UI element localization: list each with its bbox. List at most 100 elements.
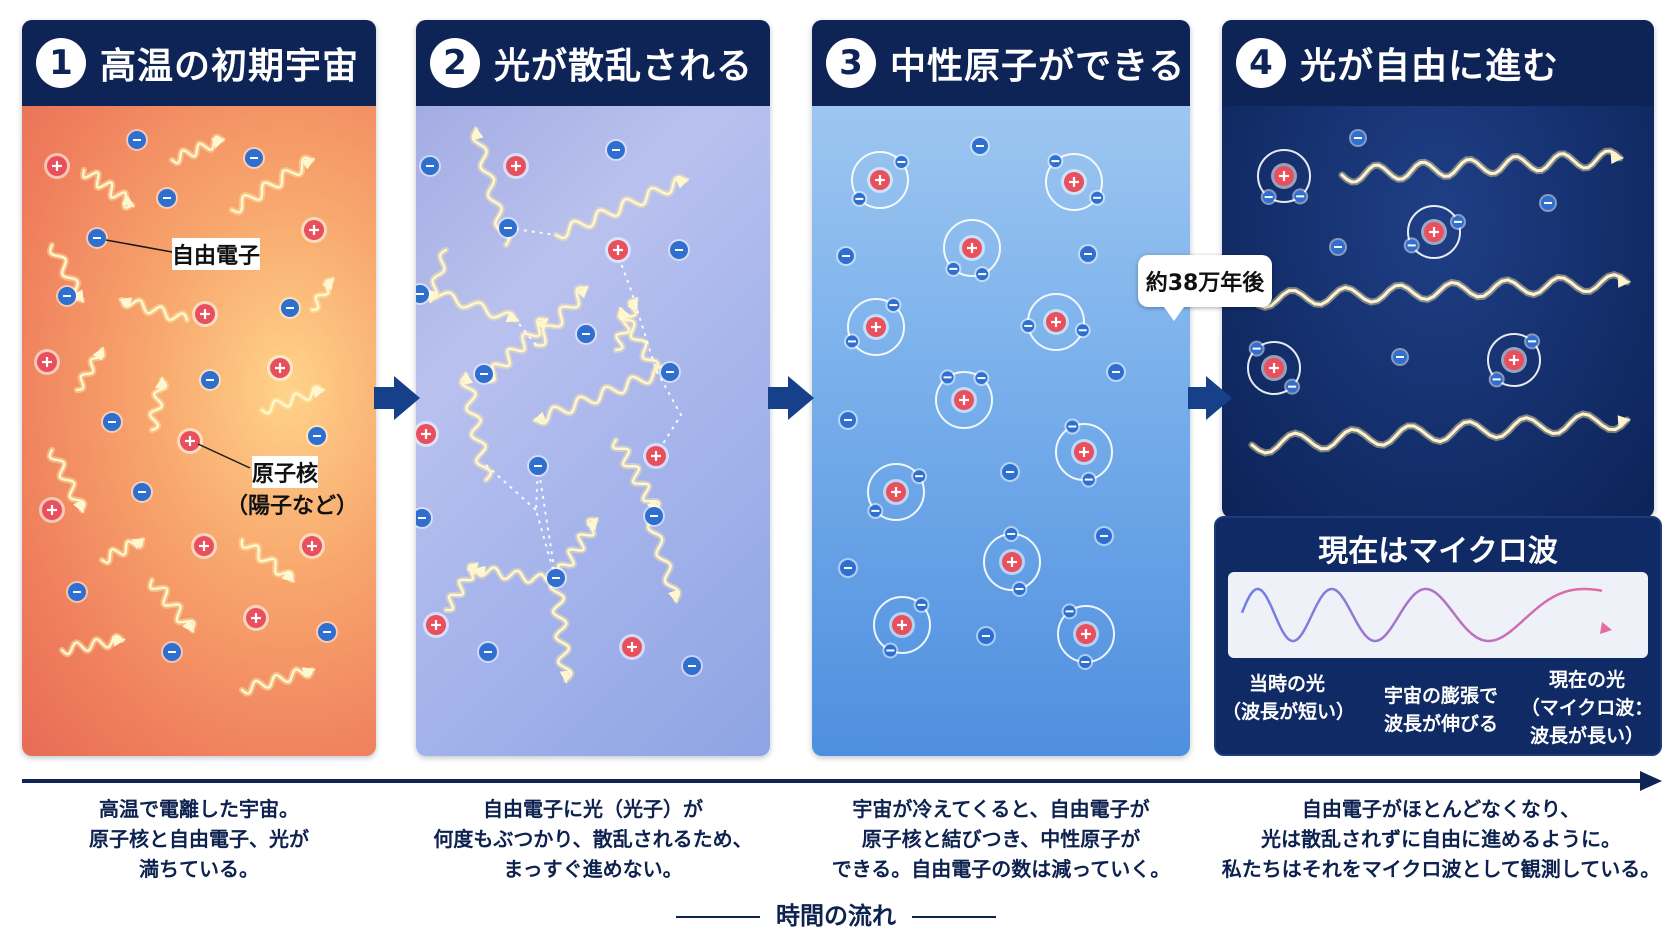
panel-header: 3 中性原子ができる [812,20,1190,106]
electron-icon [1403,237,1420,254]
wave-line [1240,587,1603,643]
electron-icon [156,187,178,209]
photon-wave-icon [615,306,662,374]
electron-icon [477,641,499,663]
electron-icon [1284,378,1301,395]
proton-icon [1073,621,1099,647]
electron-icon [1020,317,1037,334]
caption-line: 原子核と自由電子、光が [89,827,309,851]
photon-wave-icon [442,561,480,614]
electron-icon [416,283,431,305]
electron-icon [1488,371,1505,388]
electron-icon [416,507,433,529]
hydrogen-atom-icon [983,526,1041,597]
photon-wave-icon [98,536,146,566]
microwave-title: 現在はマイクロ波 [1318,534,1558,569]
photon-wave-icon [168,133,226,167]
step-number: 1 [36,38,86,88]
electron-icon [199,369,221,391]
now-light-note-2: 波長が長い） [1529,725,1644,747]
photon-wave-icon [258,383,326,417]
caption-step-2: 自由電子に光（光子）が 何度もぶつかり、散乱されるため、 まっすぐ進めない。 [400,794,786,884]
hydrogen-atom-icon [873,596,931,659]
electron-icon [1003,526,1020,543]
stretched-wave [1240,587,1612,643]
proton-icon [416,421,439,447]
hydrogen-atom-icon [1487,333,1541,388]
photon-wave-icon [472,564,550,586]
caption-step-3: 宇宙が冷えてくると、自由電子が 原子核と結びつき、中性原子が できる。自由電子の… [800,794,1202,884]
electron-icon [1011,580,1028,597]
electron-icon [973,370,990,387]
electron-icon [1449,213,1466,230]
electron-icon [913,596,930,613]
caption-line: 何度もぶつかり、散乱されるため、 [433,827,753,851]
electron-icon [131,481,153,503]
microwave-box: 現在はマイクロ波 当時の光 （波長が短い） 宇宙の膨張で 波長が伸びる 現在の光… [1214,516,1662,756]
proton-icon [191,533,217,559]
photon-wave-icon [308,276,336,314]
proton-icon [1043,309,1069,335]
proton-icon [643,443,669,469]
free-electron-label: 自由電子 [172,238,261,270]
then-light-title: 当時の光 [1248,673,1325,695]
electron-icon [545,567,567,589]
electron-icon [1248,340,1265,357]
proton-icon [1501,347,1527,373]
caption-line: 私たちはそれをマイクロ波として観測している。 [1221,857,1661,881]
electron-icon [882,642,899,659]
electron-icon [838,410,858,430]
step-number: 4 [1236,38,1286,88]
scatter-path-line [534,464,557,581]
caption-line: まっすぐ進めない。 [503,857,683,881]
electron-icon [527,455,549,477]
electron-icon [279,297,301,319]
proton-icon [999,549,1025,575]
photon-wave-icon [532,284,590,349]
electron-icon [243,147,265,169]
panel-title: 中性原子ができる [890,46,1186,87]
caption-line: できる。自由電子の数は減っていく。 [831,857,1171,881]
hydrogen-atom-icon [1045,153,1106,211]
hydrogen-atom-icon [844,297,905,356]
photon-wave-icon [147,576,197,634]
plasma-illustration [34,129,338,697]
photon-wave-icon [238,666,316,697]
then-light-note: （波長が短い） [1222,701,1356,723]
proton-icon [951,387,977,413]
photon-wave-icon [1338,147,1624,186]
proton-icon [192,301,218,327]
proton-icon [959,235,985,261]
electron-icon [575,323,597,345]
electron-icon [605,139,627,161]
photon-wave-icon [552,173,690,242]
proton-icon [301,217,327,243]
electron-icon [56,285,78,307]
electron-icon [161,641,183,663]
photon-wave-icon [79,166,136,211]
electron-icon [473,363,495,385]
scatter-path-line [485,464,537,511]
proton-icon [883,479,909,505]
electron-icon [939,369,956,386]
electron-icon [126,129,148,151]
caption-line: 満ちている。 [139,857,259,881]
now-light-label: 現在の光 （マイクロ波： 波長が長い） [1514,666,1660,750]
scatter-path-line [515,319,537,346]
proton-icon [1071,439,1097,465]
expansion-line-1: 宇宙の膨張で [1383,685,1498,707]
photon-wave-icon [469,126,513,249]
electron-icon [681,655,703,677]
electron-icon [643,505,665,527]
electron-icon [885,297,902,314]
photon-wave-icon [1248,410,1631,457]
nucleus-note-label: （陽子など） [226,494,359,519]
photon-wave-icon [46,446,88,514]
proton-icon [299,533,325,559]
caption-line: 宇宙が冷えてくると、自由電子が [852,797,1150,821]
caption-line: 自由電子がほとんどなくなり、 [1301,797,1581,821]
photon-wave-icon [1248,271,1631,311]
now-light-note-1: （マイクロ波： [1520,697,1654,719]
wavelength-stretch-graphic [1228,572,1648,658]
photon-wave-icon [58,632,126,658]
